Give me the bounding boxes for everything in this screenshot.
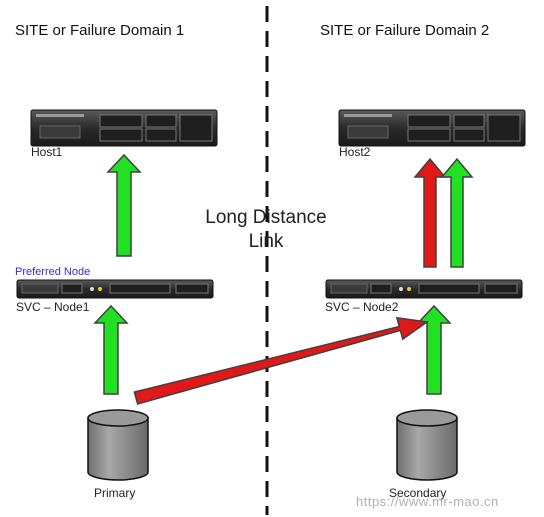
site2-title: SITE or Failure Domain 2 <box>320 22 490 39</box>
secondary-storage-icon <box>396 409 458 481</box>
preferred-node-label: Preferred Node <box>15 266 91 278</box>
host2-server-icon <box>338 109 526 147</box>
green-arrow-node2-to-host2 <box>440 157 474 268</box>
site1-title: SITE or Failure Domain 1 <box>15 22 185 39</box>
primary-label: Primary <box>94 486 136 500</box>
long-distance-link-line1: Long Distance <box>205 207 327 228</box>
svc-node2-label: SVC – Node2 <box>325 300 399 314</box>
green-arrow-secondary-to-node2 <box>416 304 452 395</box>
host1-label: Host1 <box>31 145 63 159</box>
svc-node1-icon <box>16 279 214 299</box>
svc-node1-label: SVC – Node1 <box>16 300 90 314</box>
red-arrow-primary-to-node2 <box>133 316 429 405</box>
green-arrow-node1-to-host1 <box>106 153 142 257</box>
secondary-label: Secondary <box>389 486 447 500</box>
host1-server-icon <box>30 109 218 147</box>
watermark: https://www.mr-mao.cn <box>356 494 499 509</box>
long-distance-link-line2: Link <box>248 231 284 252</box>
host2-label: Host2 <box>339 145 371 159</box>
svc-node2-icon <box>325 279 523 299</box>
green-arrow-primary-to-node1 <box>93 304 129 395</box>
long-distance-link-label: Long Distance Link <box>186 206 346 254</box>
red-arrow-node2-to-host2 <box>413 157 447 268</box>
primary-storage-icon <box>87 409 149 481</box>
